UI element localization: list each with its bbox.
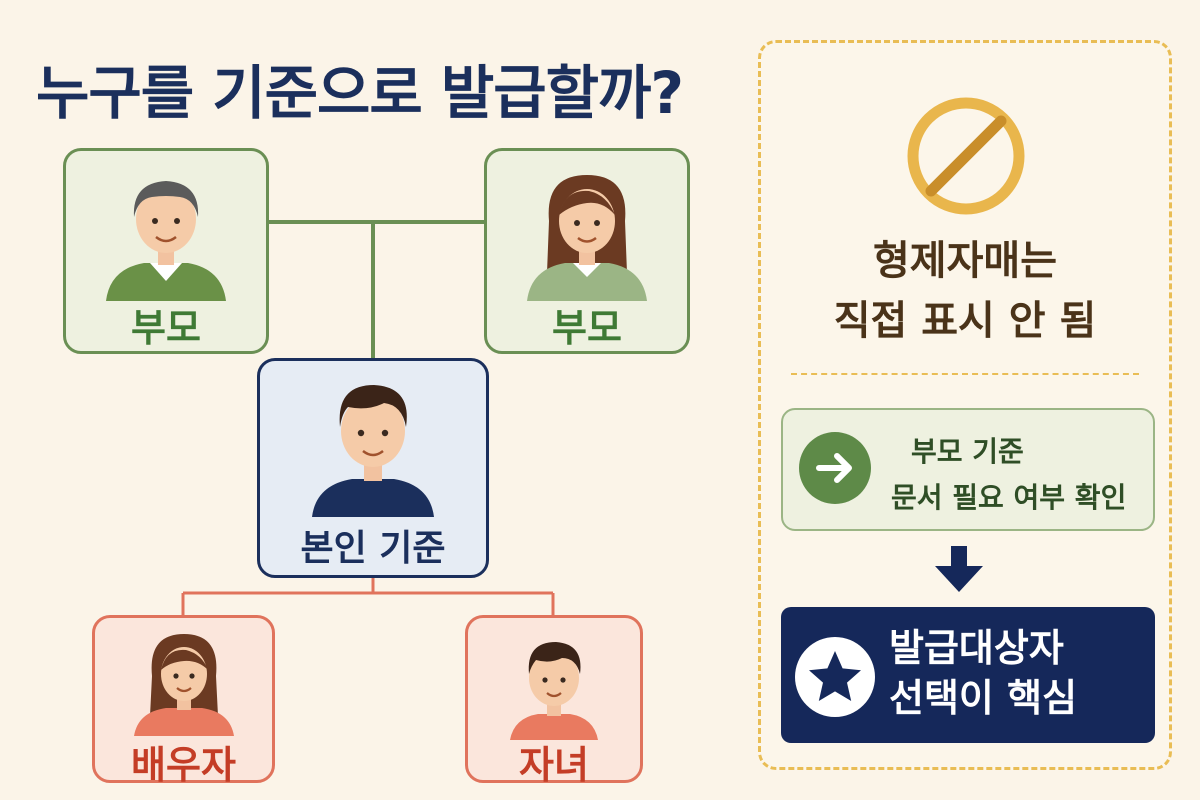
sibling-note-line1: 형제자매는 xyxy=(873,238,1057,284)
arrow-down-icon xyxy=(935,546,983,592)
parent-check-box: 부모 기준 문서 필요 여부 확인 xyxy=(781,408,1155,531)
parent-check-line2: 문서 필요 여부 확인 xyxy=(891,481,1127,514)
ban-icon xyxy=(907,97,1025,215)
child-label: 자녀 xyxy=(519,743,589,787)
sibling-note: 형제자매는 직접 표시 안 됨 xyxy=(761,231,1169,351)
key-line1: 발급대상자 xyxy=(889,626,1064,670)
spouse-label: 배우자 xyxy=(131,743,236,787)
page-title: 누구를 기준으로 발급할까? xyxy=(36,59,684,127)
parent-card-left: 부모 xyxy=(63,148,269,354)
spouse-avatar-icon xyxy=(133,634,234,736)
self-label: 본인 기준 xyxy=(300,528,446,569)
parent-card-right: 부모 xyxy=(484,148,690,354)
child-avatar-icon xyxy=(510,642,598,740)
self-avatar-icon xyxy=(312,385,434,517)
arrow-right-badge xyxy=(799,432,871,504)
sibling-note-line2: 직접 표시 안 됨 xyxy=(833,298,1097,344)
panel-divider xyxy=(791,373,1139,375)
spouse-card: 배우자 xyxy=(92,615,275,787)
father-avatar-icon xyxy=(106,181,226,301)
star-badge xyxy=(795,637,875,717)
key-point-text: 발급대상자 선택이 핵심 xyxy=(889,623,1077,723)
key-point-box: 발급대상자 선택이 핵심 xyxy=(781,607,1155,743)
side-panel: 형제자매는 직접 표시 안 됨 부모 기준 문서 필요 여부 확인 발급대상자 … xyxy=(758,40,1172,770)
parent-right-label: 부모 xyxy=(552,306,622,350)
mother-avatar-icon xyxy=(527,175,647,301)
child-card: 자녀 xyxy=(465,615,643,787)
key-line2: 선택이 핵심 xyxy=(889,676,1078,720)
arrow-right-icon xyxy=(816,453,852,483)
parent-check-line1: 부모 기준 xyxy=(911,435,1024,468)
self-card: 본인 기준 xyxy=(257,358,489,578)
parent-left-label: 부모 xyxy=(131,306,201,350)
star-icon xyxy=(809,651,861,701)
